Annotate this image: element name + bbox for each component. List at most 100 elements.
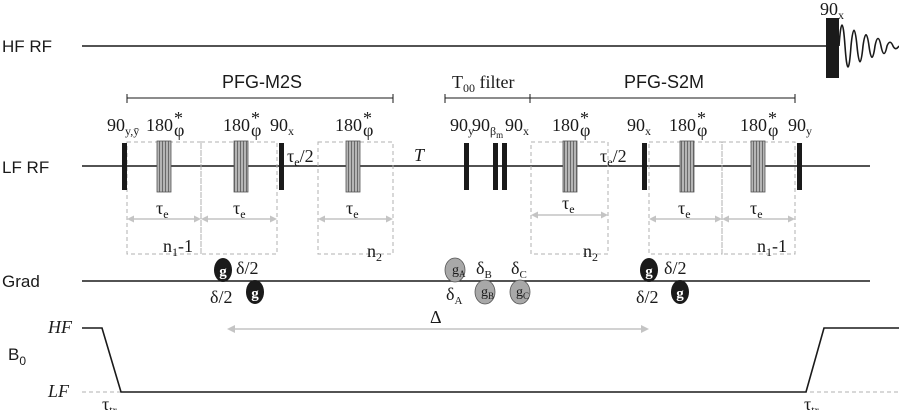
svg-text:*: *: [580, 108, 589, 128]
svg-text:180: 180: [552, 115, 579, 135]
label-90-x-m2s: 90x: [270, 115, 294, 138]
svg-text:180: 180: [223, 115, 250, 135]
pulse-90-beta-m: [493, 143, 498, 190]
svg-text:φ: φ: [697, 120, 707, 140]
label-delta-half-s2m-bottom: δ/2: [636, 287, 659, 307]
loop-label-n1-m2s: n1-1: [163, 236, 193, 259]
row-label-grad: Grad: [2, 272, 40, 291]
label-tau-e-3: τe: [346, 198, 359, 221]
label-delta-B: δB: [476, 258, 492, 281]
grad-pulse-g-pos-m2s: [214, 258, 232, 282]
b0-field-profile: [82, 327, 899, 393]
label-90-x-t00: 90x: [505, 115, 529, 138]
label-tau-e-4: τe: [562, 193, 575, 216]
pulse-180-phi-5: [679, 140, 695, 193]
label-90-y-t00: 90y: [450, 115, 474, 138]
grad-pulse-g-neg-m2s: [246, 280, 264, 304]
tau-e-arrow-4: [531, 211, 608, 219]
tau-e-arrow-1: [127, 215, 201, 223]
delta-big-arrow: [227, 325, 649, 333]
label-180-phi-3: 180 * φ: [335, 108, 373, 140]
svg-text:180: 180: [146, 115, 173, 135]
b0-level-lf: LF: [47, 381, 70, 401]
section-pfg-s2m: PFG-S2M: [624, 72, 704, 92]
svg-text:φ: φ: [768, 120, 778, 140]
svg-text:gA: gA: [452, 263, 466, 279]
svg-text:*: *: [768, 108, 777, 128]
svg-text:φ: φ: [580, 120, 590, 140]
loop-label-n2-m2s: n2: [367, 241, 382, 264]
row-label-b0: B0: [8, 345, 26, 368]
label-delta-C: δC: [511, 258, 527, 281]
svg-text:*: *: [174, 108, 183, 128]
fid-signal: [838, 24, 899, 68]
svg-text:gB: gB: [481, 285, 494, 301]
grad-pulse-gA: [444, 257, 466, 283]
pulse-180-phi-2: [233, 140, 249, 193]
label-delta-half-m2s-top: δ/2: [236, 258, 259, 278]
label-90-x-s2m: 90x: [627, 115, 651, 138]
pulse-180-phi-6: [750, 140, 766, 193]
label-tau-e-6: τe: [750, 198, 763, 221]
label-180-phi-5: 180 * φ: [669, 108, 707, 140]
tau-e-arrow-2: [201, 215, 277, 223]
svg-text:180: 180: [740, 115, 767, 135]
svg-text:gC: gC: [516, 285, 529, 301]
label-180-phi-2: 180 * φ: [223, 108, 261, 140]
grad-pulse-gB: [474, 279, 496, 305]
row-label-lf-rf: LF RF: [2, 158, 49, 177]
label-delta-A: δA: [446, 284, 462, 307]
svg-text:g: g: [645, 264, 653, 280]
label-90-yybar: 90y,ȳ: [107, 115, 139, 138]
pulse-90-y-final: [797, 143, 802, 190]
tau-e-arrow-3: [318, 215, 393, 223]
svg-text:g: g: [219, 264, 227, 280]
pulse-180-phi-1: [156, 140, 172, 193]
pulse-180-phi-3: [345, 140, 361, 193]
label-tau-e-half-s2m: τe/2: [600, 146, 627, 169]
pulse-180-phi-4: [562, 140, 578, 193]
grad-pulse-gC: [509, 279, 531, 305]
pulse-90-x-t00: [502, 143, 507, 190]
label-tau-e-half-m2s: τe/2: [287, 146, 314, 169]
section-t00-filter: T00 filter: [452, 72, 514, 95]
label-tau-e-1: τe: [156, 198, 169, 221]
hf-90x-pulse: [826, 18, 839, 78]
row-label-hf-rf: HF RF: [2, 37, 52, 56]
section-pfg-m2s: PFG-M2S: [222, 72, 302, 92]
tau-e-arrow-6: [722, 215, 795, 223]
b0-level-hf: HF: [47, 317, 73, 337]
pulse-90-x-m2s: [279, 143, 284, 190]
label-90-y-final: 90y: [788, 115, 812, 138]
svg-text:*: *: [251, 108, 260, 128]
label-180-phi-6: 180 * φ: [740, 108, 778, 140]
label-tau-e-5: τe: [678, 198, 691, 221]
grad-pulse-g-neg-s2m: [671, 280, 689, 304]
label-180-phi-4: 180 * φ: [552, 108, 590, 140]
grad-pulse-g-pos-s2m: [640, 258, 658, 282]
svg-text:g: g: [251, 286, 259, 302]
svg-text:φ: φ: [363, 120, 373, 140]
tau-e-arrow-5: [649, 215, 722, 223]
svg-text:φ: φ: [174, 120, 184, 140]
label-180-phi-1: 180 * φ: [146, 108, 184, 140]
label-delta-half-m2s-bottom: δ/2: [210, 287, 233, 307]
pulse-90-y-t00: [464, 143, 469, 190]
label-tau-tr-left: τtr: [102, 394, 117, 410]
svg-text:φ: φ: [251, 120, 261, 140]
label-T: T: [414, 145, 426, 165]
loop-label-n2-s2m: n2: [583, 241, 598, 264]
svg-text:180: 180: [335, 115, 362, 135]
pulse-90-yybar: [122, 143, 127, 190]
svg-text:*: *: [697, 108, 706, 128]
label-tau-e-2: τe: [233, 198, 246, 221]
label-Delta: Δ: [430, 307, 442, 327]
label-tau-tr-right: τtr: [804, 394, 819, 410]
label-delta-half-s2m-top: δ/2: [664, 258, 687, 278]
svg-text:g: g: [676, 286, 684, 302]
loop-label-n1-s2m: n1-1: [757, 236, 787, 259]
svg-text:*: *: [363, 108, 372, 128]
svg-text:180: 180: [669, 115, 696, 135]
label-90-beta-m: 90βm: [472, 115, 503, 140]
